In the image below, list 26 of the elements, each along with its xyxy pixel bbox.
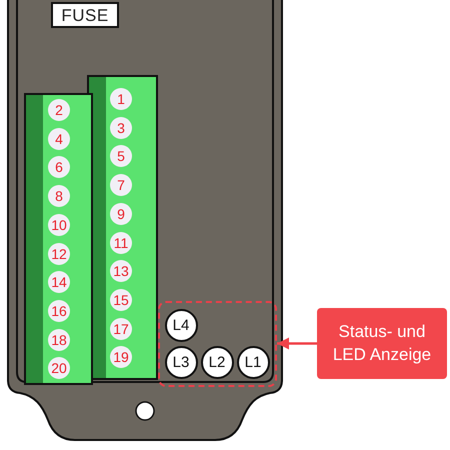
arrow	[277, 338, 317, 350]
callout-box: Status- und LED Anzeige	[317, 308, 447, 379]
terminal-number: 13	[110, 260, 132, 282]
terminal-number: 9	[110, 202, 132, 225]
terminal-number: 16	[48, 300, 70, 322]
terminal-number: 8	[48, 185, 70, 208]
terminal-number: 7	[110, 174, 132, 196]
terminal-number: 12	[48, 242, 70, 264]
terminal-number: 19	[110, 346, 132, 368]
terminal-number: 6	[48, 156, 70, 178]
terminal-number: 17	[110, 318, 132, 340]
terminal-number: 18	[48, 328, 70, 351]
terminal-number: 10	[48, 214, 70, 236]
dashed-highlight-frame	[158, 301, 277, 387]
terminal-number: 1	[110, 88, 132, 110]
terminal-number: 3	[110, 116, 132, 139]
terminal-block	[87, 75, 158, 380]
terminal-number: 11	[110, 232, 132, 254]
terminal-number: 20	[48, 357, 70, 380]
terminal-number: 15	[110, 288, 132, 311]
terminal-number: 14	[48, 271, 70, 294]
terminal-block	[24, 93, 93, 385]
terminal-number: 5	[110, 145, 132, 168]
terminal-number: 4	[48, 128, 70, 150]
fuse-label: FUSE	[51, 2, 119, 28]
terminal-number: 2	[48, 99, 70, 121]
